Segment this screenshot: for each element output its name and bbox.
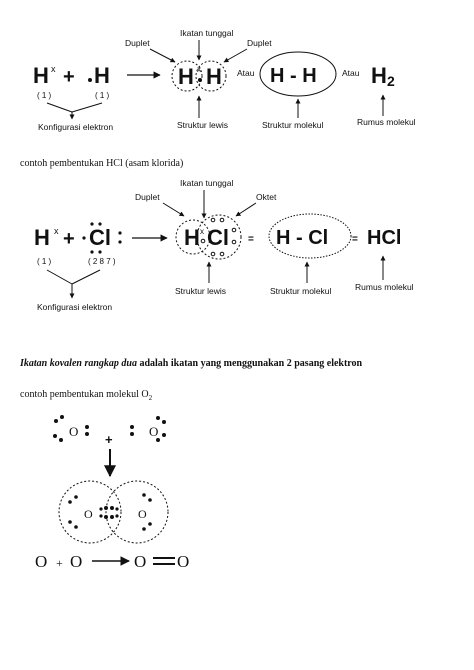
config-label: Konfigurasi elektron [37, 302, 112, 312]
oktet-label: Oktet [256, 192, 277, 202]
molecule-structure: H - H [270, 65, 317, 87]
duplet-label-left: Duplet [125, 38, 150, 48]
eq-plus: + [56, 556, 63, 570]
lewis-cl-electrons [200, 217, 237, 257]
o-atom-right: O [149, 424, 158, 439]
electron-config-right: ( 1 ) [95, 91, 110, 100]
equals-sign-2: = [352, 234, 358, 245]
h2-formation-diagram: H x + H ( 1 ) ( 1 ) Konfigurasi elektron… [33, 28, 416, 132]
o-right-electrons [130, 416, 166, 442]
o-pair-right: O [138, 507, 147, 521]
rumus-molekul-label: Rumus molekul [357, 117, 416, 127]
struktur-molekul-label: Struktur molekul [262, 120, 324, 130]
o2-lone-pair-electrons [68, 493, 152, 531]
duplet-arrow [162, 202, 185, 217]
plus-sign: + [63, 66, 75, 88]
config-line-right [71, 269, 101, 285]
o2-bonding-electrons [99, 506, 119, 519]
ikatan-tunggal-label: Ikatan tunggal [180, 178, 234, 188]
duplet-arrow-left [149, 48, 176, 63]
lewis-h-right: H [206, 64, 222, 89]
equals-sign-1: = [248, 234, 254, 245]
formula-hcl: HCl [367, 227, 401, 249]
cl-atom: Cl [89, 225, 111, 250]
definition-italic: Ikatan kovalen rangkap dua [19, 358, 137, 369]
electron-x-marker: x [51, 64, 56, 74]
caption-o2-main: contoh pembentukan molekul O [20, 389, 149, 400]
h-orbit-right [195, 60, 227, 92]
struktur-molekul-label: Struktur molekul [270, 286, 332, 296]
atau-label-1: Atau [237, 68, 255, 78]
duplet-label-right: Duplet [247, 38, 272, 48]
struktur-lewis-label: Struktur lewis [177, 120, 228, 130]
h-atom-right: H [94, 63, 110, 88]
o-orbit-left [58, 480, 122, 544]
h-atom: H [34, 225, 50, 250]
o2-formation-diagram: O O + O O O [35, 415, 189, 571]
config-label: Konfigurasi elektron [38, 122, 113, 132]
oktet-arrow [235, 202, 257, 217]
config-line-right [71, 102, 103, 113]
duplet-arrow-right [223, 48, 248, 63]
definition-rest: adalah ikatan yang menggunakan 2 pasang … [137, 358, 363, 369]
lewis-h-left: H [178, 64, 194, 89]
rumus-molekul-label: Rumus molekul [355, 282, 414, 292]
eq-o-4: O [177, 552, 189, 571]
molecule-structure: H - Cl [276, 227, 328, 249]
shared-x: x [200, 227, 204, 236]
shared-x: x [197, 65, 201, 74]
ikatan-tunggal-label: Ikatan tunggal [180, 28, 234, 38]
h-orbit-left [171, 60, 203, 92]
molecule-structure-ellipse [268, 213, 352, 259]
h-atom-left: H [33, 63, 49, 88]
eq-o-2: O [70, 552, 82, 571]
caption-o2-subscript: 2 [149, 394, 153, 402]
o-pair-left: O [84, 507, 93, 521]
atau-label-2: Atau [342, 68, 360, 78]
eq-o-3: O [134, 552, 146, 571]
o-atom-left: O [69, 424, 78, 439]
hcl-formation-diagram: H x + Cl ( 1 ) ( 2 8 7 ) Konfigurasi ele… [34, 178, 414, 312]
duplet-label: Duplet [135, 192, 160, 202]
eq-o-1: O [35, 552, 47, 571]
cl-orbit [196, 214, 242, 260]
electron-config-cl: ( 2 8 7 ) [88, 257, 116, 266]
h-orbit [175, 219, 211, 255]
config-line-left [46, 269, 73, 285]
plus-sign: + [63, 228, 75, 250]
caption-hcl: contoh pembentukan HCl (asam klorida) [20, 158, 183, 169]
shared-dot [198, 78, 202, 82]
struktur-lewis-label: Struktur lewis [175, 286, 226, 296]
electron-x-marker: x [54, 226, 59, 236]
lewis-h: H [184, 225, 200, 250]
o-left-electrons [53, 415, 89, 442]
plus-sign: + [105, 432, 113, 447]
electron-dot [88, 78, 92, 82]
electron-config-h: ( 1 ) [37, 257, 52, 266]
config-line-left [46, 102, 73, 113]
molecule-structure-ellipse [259, 51, 337, 97]
formula-subscript: 2 [387, 73, 395, 89]
double-bond-definition: Ikatan kovalen rangkap dua adalah ikatan… [19, 358, 363, 369]
lewis-cl: Cl [207, 225, 229, 250]
formula-h: H [371, 63, 387, 88]
o-orbit-right [105, 480, 169, 544]
caption-o2: contoh pembentukan molekul O2 [20, 389, 153, 402]
electron-config-left: ( 1 ) [37, 91, 52, 100]
cl-valence-electrons [82, 222, 122, 254]
